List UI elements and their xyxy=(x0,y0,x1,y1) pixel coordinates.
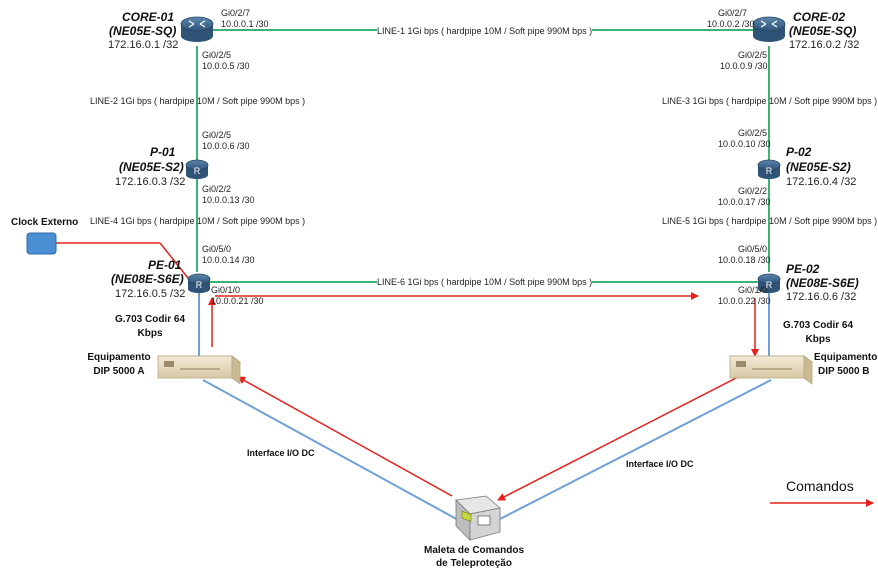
equipment-a-line1: Equipamento xyxy=(84,351,154,364)
equipment-dip5000a-icon[interactable] xyxy=(158,356,240,384)
core02-left-port: Gi0/2/7 xyxy=(718,8,747,19)
line4-label: LINE-4 1Gi bps ( hardpipe 10M / Soft pip… xyxy=(90,216,305,227)
pe02-down-ip: 10.0.0.22 /30 xyxy=(718,296,771,307)
p01-down-ip: 10.0.0.13 /30 xyxy=(202,195,255,206)
pe01-name: PE-01 xyxy=(148,258,181,272)
maleta-label-line2: de Teleproteção xyxy=(414,557,534,570)
command-arrow-b-maleta xyxy=(498,376,740,500)
line2-label: LINE-2 1Gi bps ( hardpipe 10M / Soft pip… xyxy=(90,96,305,107)
line6-label: LINE-6 1Gi bps ( hardpipe 10M / Soft pip… xyxy=(377,277,592,288)
core01-loopback: 172.16.0.1 /32 xyxy=(108,39,178,52)
p02-router-icon[interactable]: R xyxy=(758,160,780,179)
core01-right-ip: 10.0.0.1 /30 xyxy=(221,19,269,30)
p01-name: P-01 xyxy=(150,145,175,159)
core02-down-port: Gi0/2/5 xyxy=(738,50,767,61)
pe02-model: (NE08E-S6E) xyxy=(786,276,859,290)
line3-label: LINE-3 1Gi bps ( hardpipe 10M / Soft pip… xyxy=(662,96,877,107)
core01-name: CORE-01 xyxy=(122,10,174,24)
line1-label: LINE-1 1Gi bps ( hardpipe 10M / Soft pip… xyxy=(377,26,592,37)
equipment-b-line1: Equipamento xyxy=(814,351,878,364)
core02-model: (NE05E-SQ) xyxy=(789,24,856,38)
g703-left-line2: Kbps xyxy=(112,327,188,340)
p01-up-port: Gi0/2/5 xyxy=(202,130,231,141)
pe02-up-ip: 10.0.0.18 /30 xyxy=(718,255,771,266)
pe01-down-ip: 10.0.0.21 /30 xyxy=(211,296,264,307)
pe01-router-icon[interactable]: R xyxy=(188,274,210,293)
pe01-model: (NE08E-S6E) xyxy=(111,272,184,286)
clock-externo-label: Clock Externo xyxy=(11,216,78,229)
equip-b-maleta-link xyxy=(498,380,771,520)
p01-model: (NE05E-S2) xyxy=(119,160,184,174)
core02-down-ip: 10.0.0.9 /30 xyxy=(720,61,768,72)
interface-io-left: Interface I/O DC xyxy=(247,447,315,460)
pe02-down-port: Gi0/1/0 xyxy=(738,285,767,296)
g703-left-line1: G.703 Codir 64 xyxy=(112,313,188,326)
clock-externo-icon[interactable] xyxy=(27,233,56,254)
pe01-up-ip: 10.0.0.14 /30 xyxy=(202,255,255,266)
core02-name: CORE-02 xyxy=(793,10,845,24)
core02-left-ip: 10.0.0.2 /30 xyxy=(707,19,755,30)
p02-up-ip: 10.0.0.10 /30 xyxy=(718,139,771,150)
p02-model: (NE05E-S2) xyxy=(786,160,851,174)
svg-text:R: R xyxy=(194,166,201,176)
svg-text:R: R xyxy=(766,166,773,176)
core01-down-port: Gi0/2/5 xyxy=(202,50,231,61)
core02-router-icon[interactable] xyxy=(753,17,785,42)
svg-text:R: R xyxy=(196,280,203,290)
p02-down-port: Gi0/2/2 xyxy=(738,186,767,197)
command-arrow-maleta-a xyxy=(238,377,452,496)
p01-down-port: Gi0/2/2 xyxy=(202,184,231,195)
p02-loopback: 172.16.0.4 /32 xyxy=(786,176,856,189)
g703-right-line1: G.703 Codir 64 xyxy=(780,319,856,332)
pe02-name: PE-02 xyxy=(786,262,819,276)
interface-io-right: Interface I/O DC xyxy=(626,458,694,471)
p02-up-port: Gi0/2/5 xyxy=(738,128,767,139)
equipment-a-line2: DIP 5000 A xyxy=(84,365,154,378)
pe01-loopback: 172.16.0.5 /32 xyxy=(115,288,185,301)
legend-comandos-label: Comandos xyxy=(786,478,854,494)
p01-loopback: 172.16.0.3 /32 xyxy=(115,176,185,189)
equipment-dip5000b-icon[interactable] xyxy=(730,356,812,384)
p02-down-ip: 10.0.0.17 /30 xyxy=(718,197,771,208)
core02-loopback: 172.16.0.2 /32 xyxy=(789,39,859,52)
line5-label: LINE-5 1Gi bps ( hardpipe 10M / Soft pip… xyxy=(662,216,877,227)
equip-a-maleta-link xyxy=(203,380,462,522)
core01-model: (NE05E-SQ) xyxy=(109,24,176,38)
g703-right-line2: Kbps xyxy=(780,333,856,346)
maleta-comandos-icon[interactable] xyxy=(456,496,500,540)
pe02-up-port: Gi0/5/0 xyxy=(738,244,767,255)
core01-right-port: Gi0/2/7 xyxy=(221,8,250,19)
pe01-up-port: Gi0/5/0 xyxy=(202,244,231,255)
maleta-label-line1: Maleta de Comandos xyxy=(414,544,534,557)
pe01-down-port: Gi0/1/0 xyxy=(211,285,240,296)
p01-up-ip: 10.0.0.6 /30 xyxy=(202,141,250,152)
pe02-loopback: 172.16.0.6 /32 xyxy=(786,291,856,304)
p01-router-icon[interactable]: R xyxy=(186,160,208,179)
core01-down-ip: 10.0.0.5 /30 xyxy=(202,61,250,72)
p02-name: P-02 xyxy=(786,145,811,159)
equipment-b-line2: DIP 5000 B xyxy=(818,365,870,378)
core01-router-icon[interactable] xyxy=(181,17,213,42)
